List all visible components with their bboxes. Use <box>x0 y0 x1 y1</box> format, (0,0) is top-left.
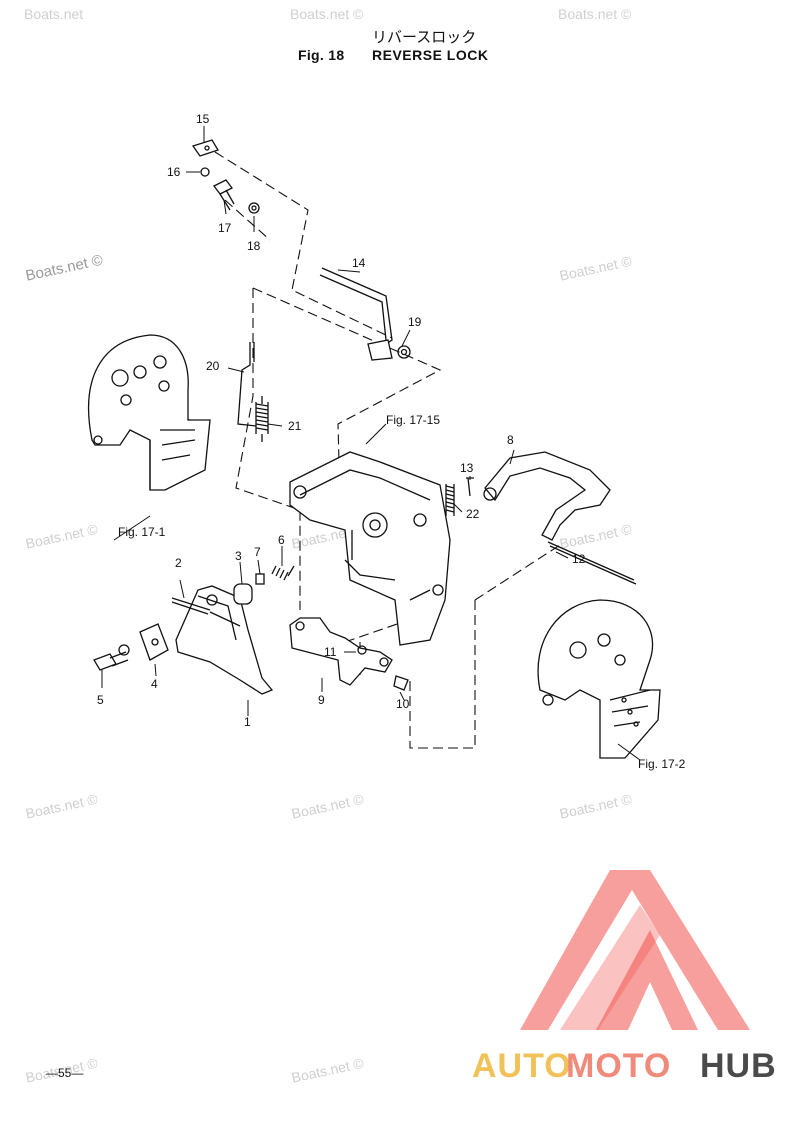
part-label-3: 3 <box>235 549 242 563</box>
part-5-bolt <box>93 644 130 671</box>
part-label-18: 18 <box>247 239 261 253</box>
part-3-roller <box>233 583 253 605</box>
part-label-20: 20 <box>206 359 220 373</box>
housing-fig-17-15 <box>289 451 451 646</box>
part-label-16: 16 <box>167 165 181 179</box>
part-label-11: 11 <box>324 645 337 659</box>
bracket-fig-17-1 <box>88 334 211 491</box>
part-label-14: 14 <box>352 256 366 270</box>
part-label-2: 2 <box>175 556 182 570</box>
part-18-washer <box>248 202 260 214</box>
ref-label-fig-17-1: Fig. 17-1 <box>118 525 166 539</box>
ref-label-fig-17-15: Fig. 17-15 <box>386 413 440 427</box>
part-12-rod <box>547 541 637 585</box>
ref-label-fig-17-2: Fig. 17-2 <box>638 757 686 771</box>
watermark: Boats.net © <box>290 6 364 22</box>
part-2-pin <box>171 597 211 615</box>
page-number: —55— <box>46 1066 84 1080</box>
part-4-plate <box>139 623 169 661</box>
logo-text-moto: MOTO <box>566 1047 672 1085</box>
part-22-spring <box>445 484 455 516</box>
figure-title: REVERSE LOCK <box>372 47 489 63</box>
part-6-spring <box>271 565 295 581</box>
part-17-bolt <box>213 179 235 211</box>
title-japanese: リバースロック <box>372 28 477 46</box>
part-13-pin <box>466 477 474 497</box>
figure-number: Fig. 18 <box>298 47 345 63</box>
part-label-8: 8 <box>507 433 514 447</box>
part-label-6: 6 <box>278 533 285 547</box>
part-label-1: 1 <box>244 715 251 729</box>
part-label-12: 12 <box>572 552 586 566</box>
part-1-bracket <box>175 585 274 695</box>
part-21-spring <box>255 396 269 442</box>
part-8-lever <box>483 451 611 541</box>
watermark: Boats.net <box>24 6 84 22</box>
part-label-10: 10 <box>396 697 410 711</box>
part-labels: 15 16 17 18 14 19 20 21 8 13 22 12 2 3 7… <box>97 112 686 771</box>
logo-text-hub: HUB <box>700 1047 777 1085</box>
part-16-nut <box>200 167 210 177</box>
part-label-9: 9 <box>318 693 325 707</box>
part-label-19: 19 <box>408 315 422 329</box>
logo-triangle <box>520 870 750 1030</box>
part-9-link <box>289 617 393 686</box>
part-11-washer <box>357 645 367 655</box>
part-20-rod <box>237 342 257 427</box>
part-10-bolt <box>393 675 409 691</box>
part-label-21: 21 <box>288 419 302 433</box>
part-7-screw <box>255 573 265 585</box>
part-label-15: 15 <box>196 112 210 126</box>
part-14-rod <box>319 267 393 361</box>
logo-text-auto: AUTO <box>472 1047 572 1085</box>
part-19-washer <box>397 345 411 359</box>
part-label-4: 4 <box>151 677 158 691</box>
part-15-bracket <box>191 139 219 157</box>
leader-lines <box>101 126 641 761</box>
part-label-7: 7 <box>254 545 261 559</box>
part-label-22: 22 <box>466 507 480 521</box>
bracket-fig-17-2 <box>537 599 661 759</box>
part-label-17: 17 <box>218 221 232 235</box>
watermark: Boats.net © <box>558 6 632 22</box>
part-label-5: 5 <box>97 693 104 707</box>
part-label-13: 13 <box>460 461 474 475</box>
